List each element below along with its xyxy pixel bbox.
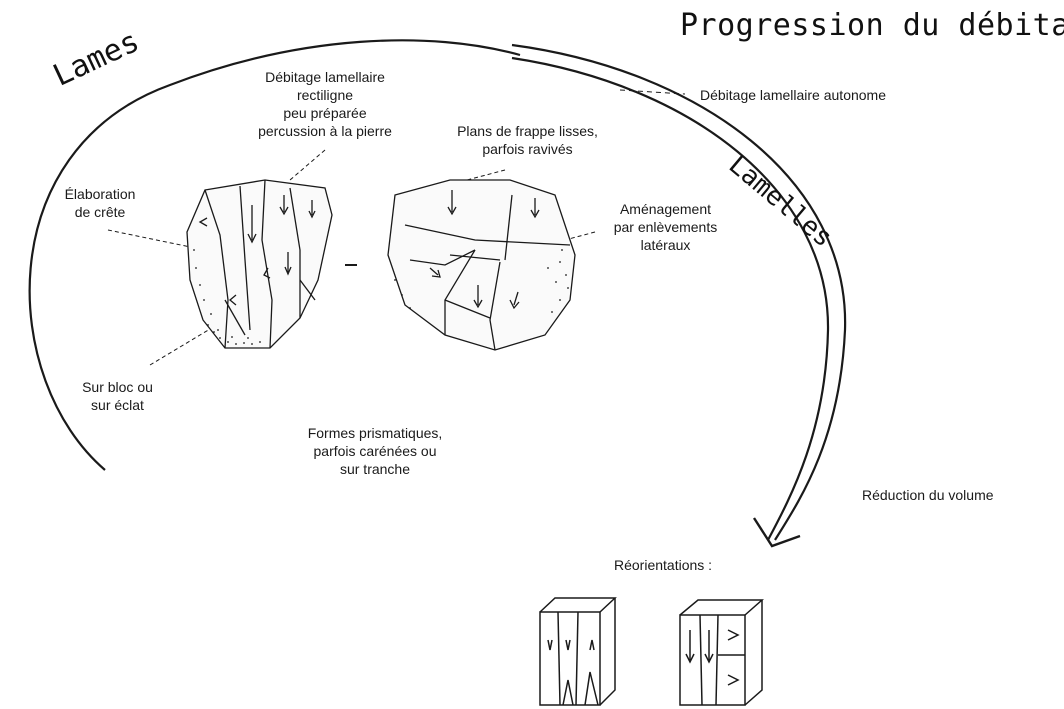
lames-arc (28, 39, 521, 471)
annotation-debitage-autonome: Débitage lamellaire autonome (700, 87, 886, 103)
core-right-cortex (394, 249, 569, 313)
lamelles-arc-inner (511, 56, 830, 541)
reorientation-cube-1 (539, 597, 617, 706)
annotation-formes-prismatiques: Formes prismatiques, parfois carénées ou… (307, 425, 443, 477)
core-separator-dash: – (340, 252, 360, 270)
lamelles-arc-outer (511, 43, 847, 541)
annotation-debitage-rectiligne: Débitage lamellaire rectiligne peu prépa… (258, 69, 392, 139)
core-left-cortex (193, 249, 261, 345)
lamelles-arrowhead (752, 517, 801, 548)
core-left-drawing (186, 179, 333, 349)
leader-rectiligne (289, 149, 326, 181)
diagram-title: Progression du débitage (680, 8, 1064, 43)
annotation-elaboration-crete: Élaboration de crête (64, 186, 136, 220)
annotation-plans-frappe: Plans de frappe lisses, parfois ravivés (457, 123, 598, 157)
annotation-reduction-volume: Réduction du volume (862, 487, 994, 503)
leader-autonome (619, 89, 686, 95)
leader-crete (107, 229, 206, 251)
annotation-amenagement: Aménagement par enlèvements latéraux (613, 201, 718, 253)
annotation-sur-bloc: Sur bloc ou sur éclat (82, 379, 153, 413)
annotation-reorientations: Réorientations : (614, 557, 713, 573)
reorientation-cube-2 (679, 599, 764, 706)
core-right-drawing (387, 179, 576, 351)
